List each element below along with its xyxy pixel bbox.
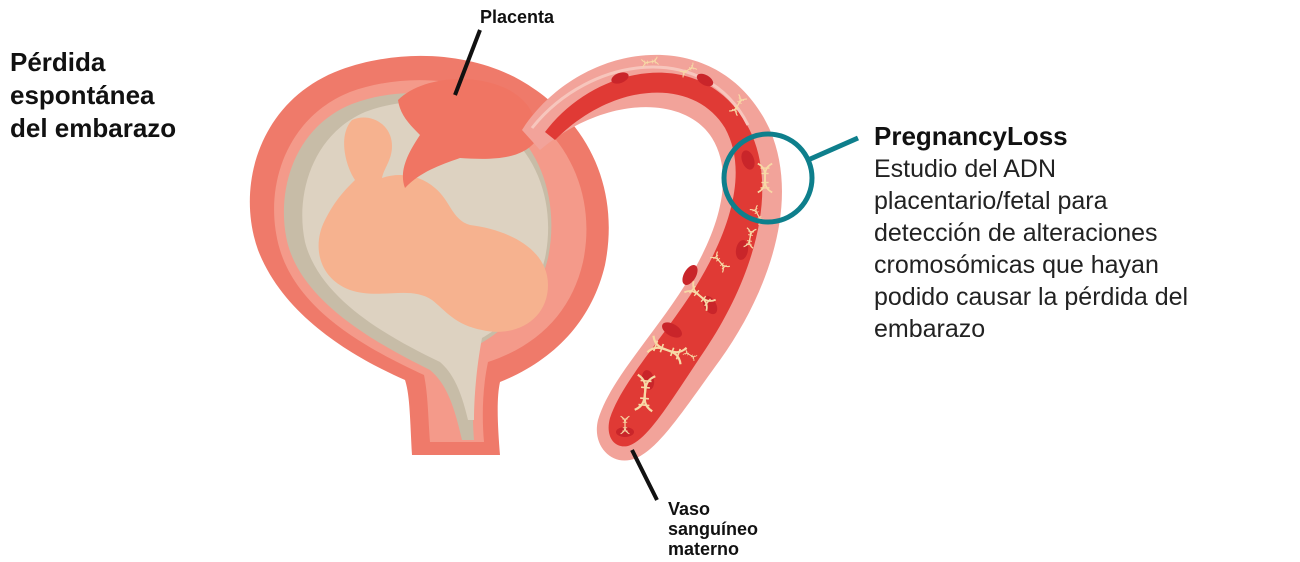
placenta-label: Placenta <box>480 7 554 27</box>
callout-body-line: detección de alteraciones <box>874 217 1294 249</box>
title-line: espontánea <box>10 79 250 112</box>
title-line: del embarazo <box>10 112 250 145</box>
callout-body-line: placentario/fetal para <box>874 185 1294 217</box>
callout-body-line: embarazo <box>874 313 1294 345</box>
callout-body-line: Estudio del ADN <box>874 153 1294 185</box>
vessel-label-line: sanguíneo <box>668 519 758 539</box>
callout-body-line: cromosómicas que hayan <box>874 249 1294 281</box>
vessel-leader-line <box>632 450 657 500</box>
vessel-label: Vaso sanguíneo materno <box>668 499 758 559</box>
vessel-label-line: materno <box>668 539 758 559</box>
callout-heading: PregnancyLoss <box>874 119 1294 153</box>
callout-body-line: podido causar la pérdida del <box>874 281 1294 313</box>
pregnancyloss-callout: PregnancyLoss Estudio del ADN placentari… <box>874 119 1294 345</box>
title-line: Pérdida <box>10 46 250 79</box>
diagram-title: Pérdida espontánea del embarazo <box>10 46 250 145</box>
vessel-label-line: Vaso <box>668 499 758 519</box>
